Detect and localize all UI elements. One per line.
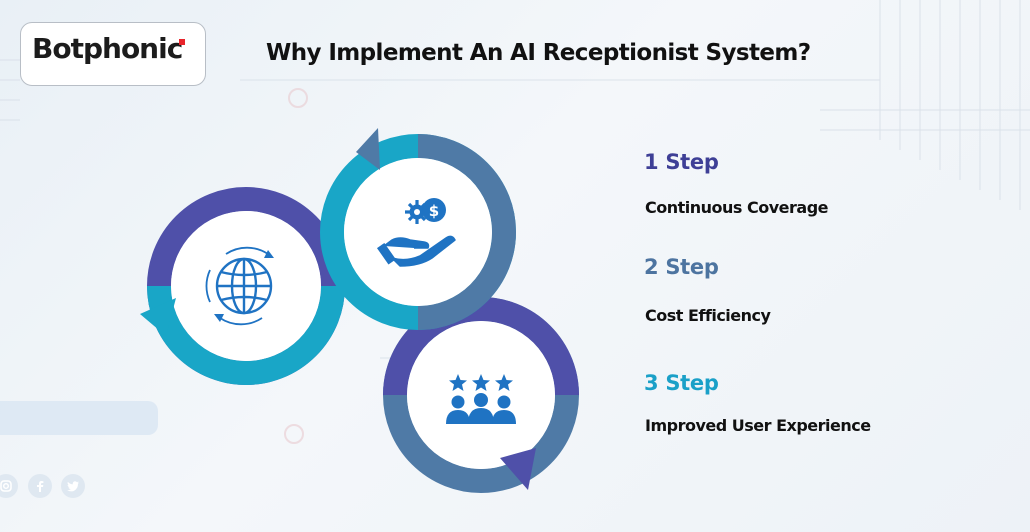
ring-step-2 <box>320 128 517 330</box>
instagram-icon[interactable] <box>0 474 18 498</box>
facebook-icon[interactable] <box>28 474 52 498</box>
globe-icon <box>205 246 274 326</box>
step-1-label: 1 Step <box>644 150 719 174</box>
page-title: Why Implement An AI Receptionist System? <box>266 40 811 66</box>
brand-logo: Botphonic <box>20 22 206 86</box>
dollar-symbol: $ <box>429 202 439 220</box>
ring-2-arrowhead <box>356 128 380 170</box>
step-3-label: 3 Step <box>644 371 719 395</box>
step-2-label: 2 Step <box>644 255 719 279</box>
step-2-description: Cost Efficiency <box>645 306 771 325</box>
background-pill <box>0 401 158 435</box>
ring-1-arrowhead <box>140 298 176 336</box>
money-hand-icon: $ <box>376 198 456 267</box>
users-rating-icon <box>446 374 516 424</box>
twitter-icon[interactable] <box>61 474 85 498</box>
step-3-description: Improved User Experience <box>645 416 871 435</box>
ring-3-arrowhead <box>500 448 536 490</box>
brand-logo-dot <box>179 39 185 45</box>
brand-name: Botphonic <box>32 32 183 65</box>
step-1-description: Continuous Coverage <box>645 198 829 217</box>
